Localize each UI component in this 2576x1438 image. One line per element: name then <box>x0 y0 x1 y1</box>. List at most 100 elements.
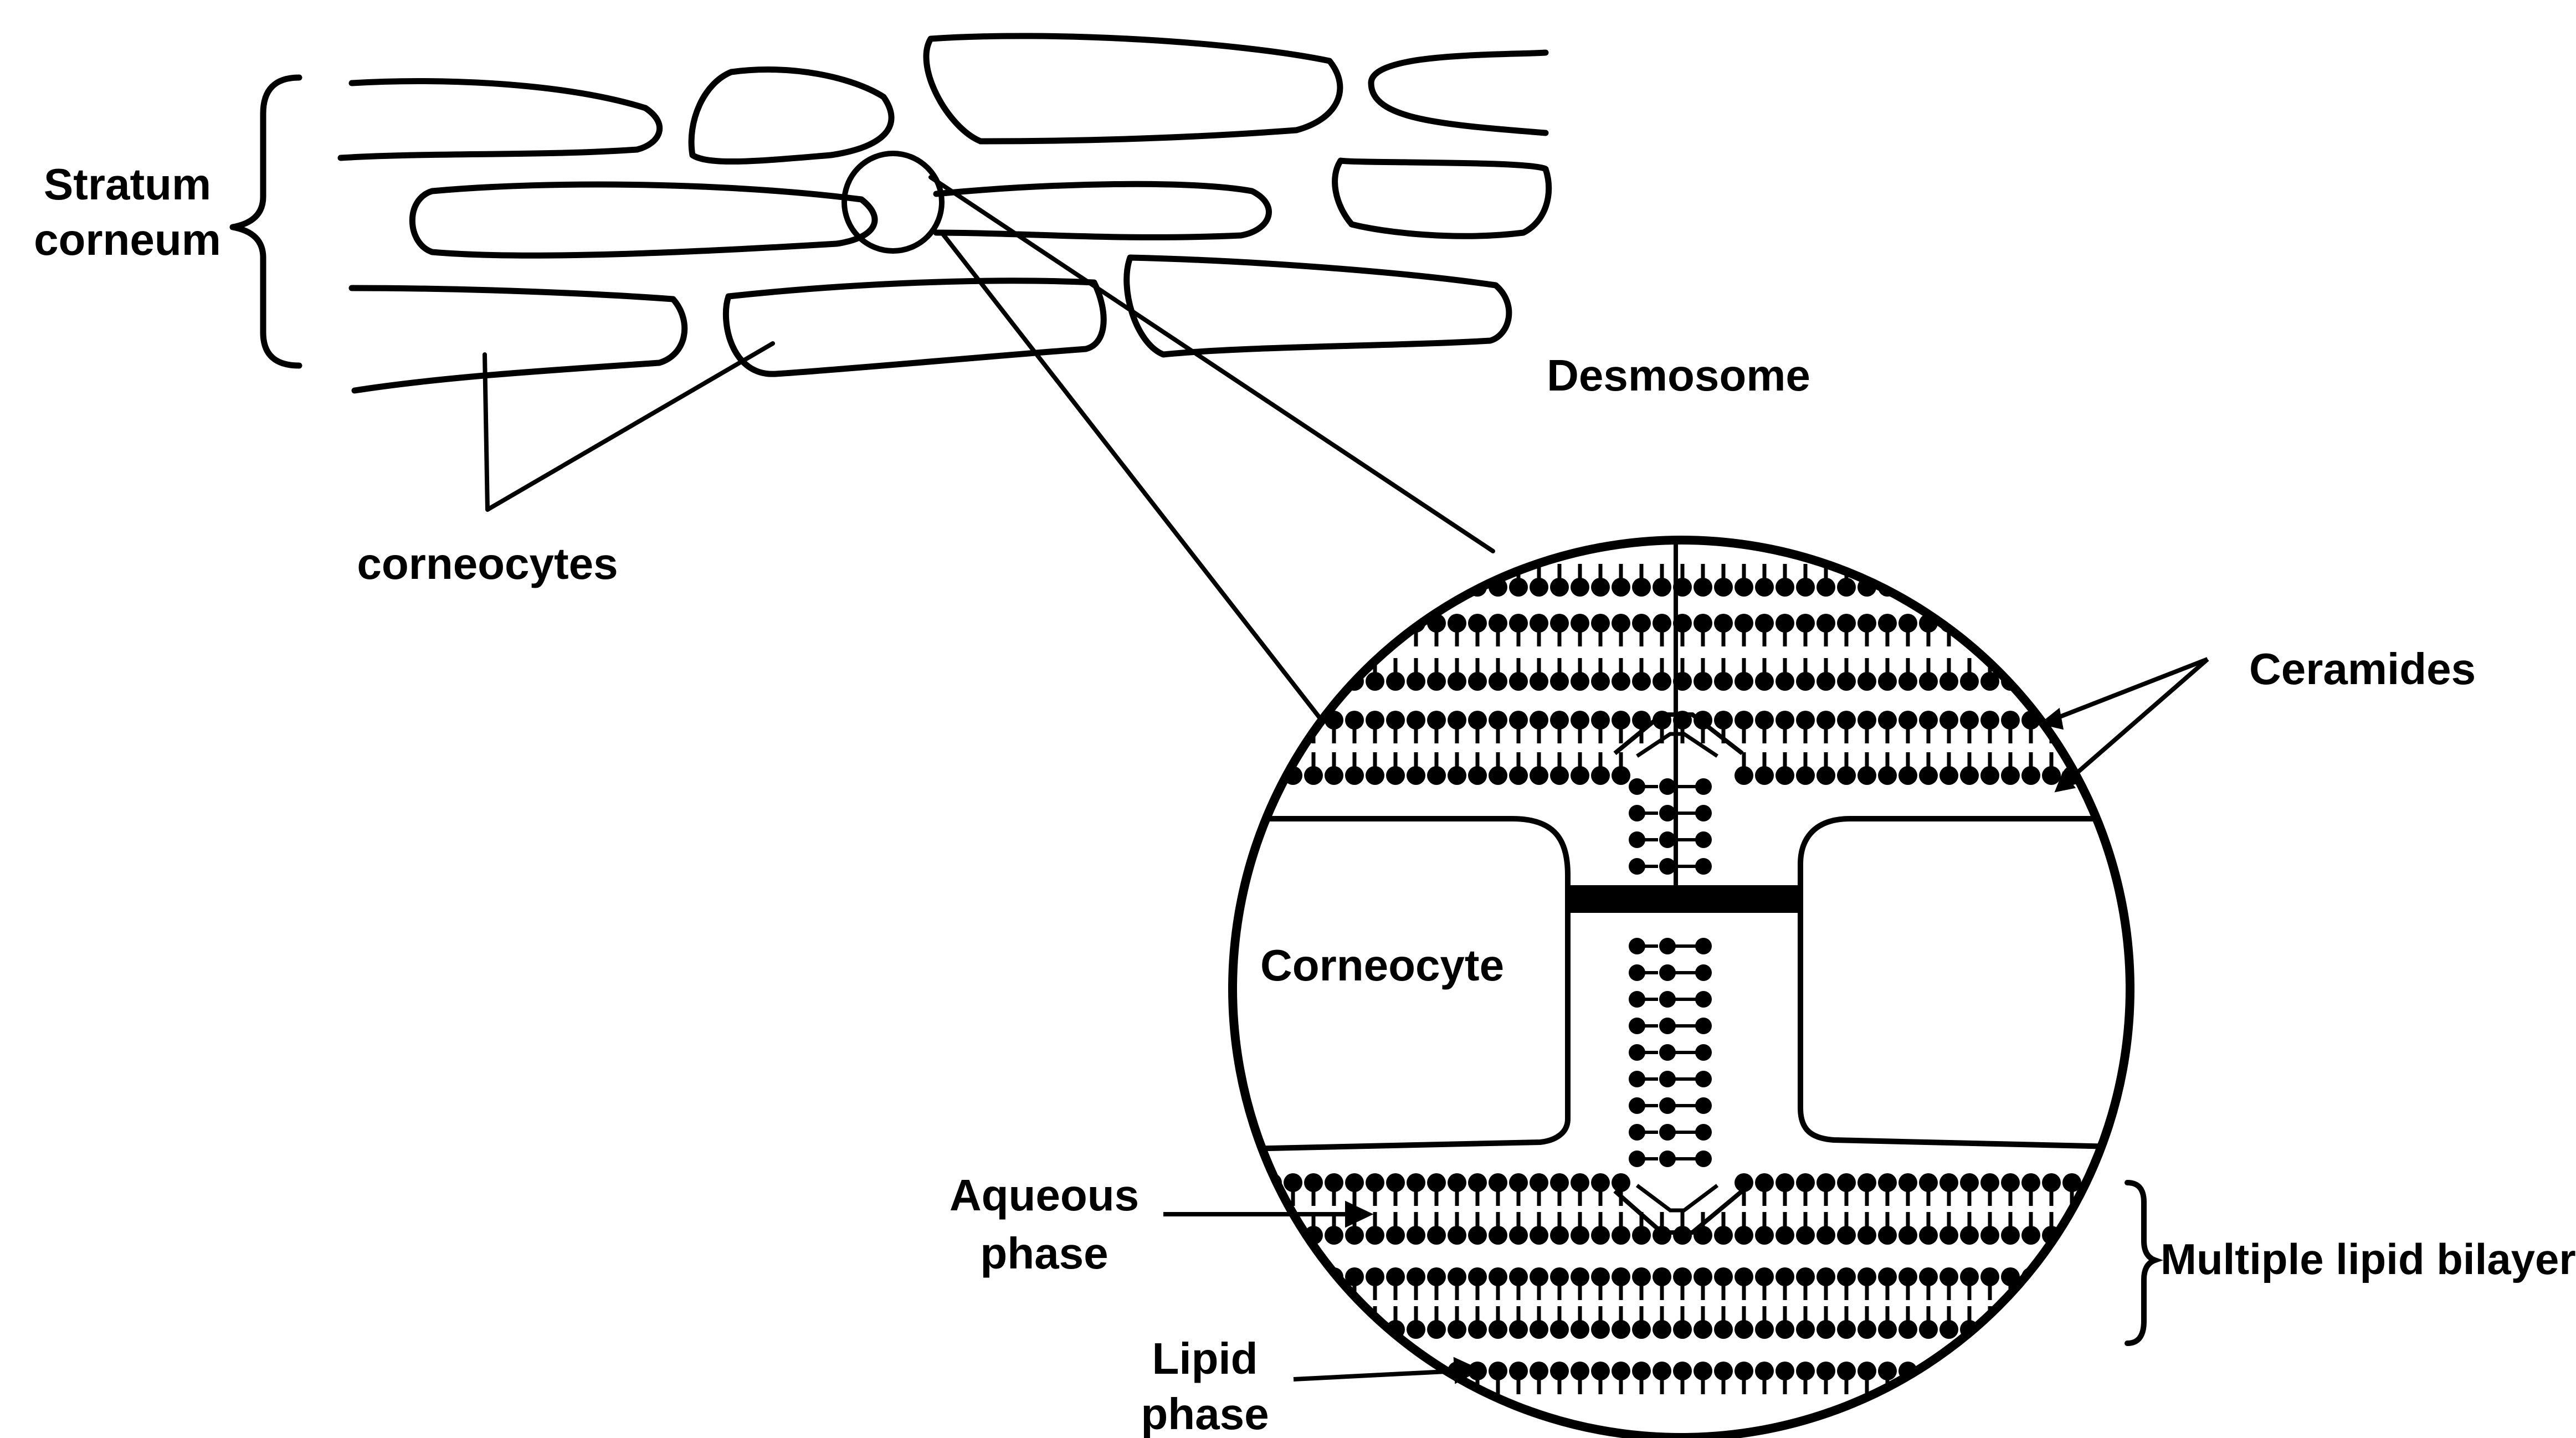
corneocyte-right <box>1800 819 2161 1148</box>
lipid-molecule <box>1345 614 1364 646</box>
lipid-molecule <box>2062 1306 2081 1339</box>
lipid-molecule <box>2021 564 2040 597</box>
lipid-molecule <box>1243 1267 1261 1300</box>
lipid-molecule <box>1243 1212 1261 1245</box>
lipid-molecule <box>1263 752 1282 785</box>
lipid-molecule <box>2042 1362 2061 1394</box>
lipid-molecule <box>2083 1362 2102 1394</box>
lipid-molecule <box>1325 564 1343 597</box>
lipid-molecule <box>1980 1362 1999 1394</box>
corneocyte-cell <box>352 288 685 391</box>
lipid-molecule <box>1304 1267 1323 1300</box>
stratum-label: Stratum <box>44 160 211 209</box>
lipid-molecule <box>1366 564 1384 597</box>
lipid-molecule <box>1263 1212 1282 1245</box>
corneocyte-cell <box>341 81 660 158</box>
lipid-molecule <box>2042 564 2061 597</box>
corneocytes-label: corneocytes <box>357 539 618 588</box>
lipid-molecule <box>2103 1362 2122 1394</box>
lipid-molecule <box>1243 752 1261 785</box>
lipid-molecule <box>1243 658 1261 691</box>
lipid-molecule <box>1386 564 1405 597</box>
lipid-molecule <box>2062 1267 2081 1300</box>
lipid-molecule <box>1284 614 1302 646</box>
corneocyte-cell <box>1371 53 1546 133</box>
desmosome-label: Desmosome <box>1547 351 1810 400</box>
lipid-molecule <box>1263 614 1282 646</box>
lipid-molecule <box>2021 614 2040 646</box>
corneocyte-cell <box>691 70 891 162</box>
lipid-molecule <box>1407 1362 1425 1394</box>
lipid-molecule <box>2083 564 2102 597</box>
lipid-molecule <box>2103 1267 2122 1300</box>
lipid-molecule <box>1345 564 1364 597</box>
corneocyte-cell <box>412 184 875 255</box>
lipid-molecule <box>2001 1306 2020 1339</box>
lipid-molecule <box>2103 564 2122 597</box>
lipid-molecule <box>1366 614 1384 646</box>
lipid-molecule <box>2103 1306 2122 1339</box>
lipid-molecule <box>2001 564 2020 597</box>
lipid-molecule <box>1980 614 1999 646</box>
lipid-molecule <box>2042 614 2061 646</box>
lipid-molecule <box>2103 752 2122 785</box>
magnification-circle <box>844 153 942 251</box>
lipid-molecule <box>1263 1306 1282 1339</box>
lipid-molecule <box>1345 1306 1364 1339</box>
lipid-molecule <box>2103 658 2122 691</box>
lipid-molecule <box>1263 1267 1282 1300</box>
lipid-molecule <box>2021 658 2040 691</box>
lipid-molecule <box>1980 564 1999 597</box>
corneocyte-cell <box>936 184 1269 237</box>
bilayer-brace <box>2127 1183 2155 1343</box>
lipid-molecule <box>2001 614 2020 646</box>
lipid-molecule <box>2062 1362 2081 1394</box>
lipid-molecule <box>1919 564 1938 597</box>
lipid-molecule <box>2103 1212 2122 1245</box>
lipid-molecule <box>1325 658 1343 691</box>
lipid-molecule <box>1960 1362 1979 1394</box>
corneocyte-cell <box>926 36 1340 141</box>
lipid-molecule <box>1243 1173 1261 1206</box>
corneocytes-leader <box>485 343 773 510</box>
corneocyte-cell <box>726 281 1104 374</box>
lipid-molecule <box>1898 564 1917 597</box>
lipid-molecule <box>2042 1306 2061 1339</box>
lipid-molecule <box>2021 1362 2040 1394</box>
lipid-molecule <box>1284 564 1302 597</box>
lipid-molecule <box>1263 564 1282 597</box>
lipid-molecule <box>2062 658 2081 691</box>
lipid-molecule <box>2083 614 2102 646</box>
lipid-molecule <box>1325 614 1343 646</box>
lipid-molecule <box>2083 1267 2102 1300</box>
lipid-molecule <box>1263 711 1282 743</box>
stratum-brace <box>233 78 299 366</box>
corneocyte-cell <box>1335 161 1549 236</box>
bilayer-label: Multiple lipid bilayer <box>2161 1235 2576 1283</box>
lipid-molecule <box>1939 564 1958 597</box>
lipid-molecule <box>1284 1306 1302 1339</box>
lipid-molecule <box>2042 1267 2061 1300</box>
lipid-molecule <box>1960 564 1979 597</box>
lipid-molecule <box>1284 1267 1302 1300</box>
lipid-molecule <box>2083 1306 2102 1339</box>
lipid-molecule <box>1243 564 1261 597</box>
lipid-molecule <box>2062 564 2081 597</box>
lipid-molecule <box>1325 1306 1343 1339</box>
corneocyte-cell <box>1127 258 1509 355</box>
lipid-molecule <box>2083 1212 2102 1245</box>
lipid-molecule <box>2042 658 2061 691</box>
stratum-label-line2: corneum <box>34 215 221 264</box>
ceramides-label: Ceramides <box>2249 644 2476 694</box>
lipid-molecule <box>2021 1306 2040 1339</box>
lipid-molecule <box>2001 1362 2020 1394</box>
lipid-molecule <box>1939 1362 1958 1394</box>
lipid-molecule <box>1366 1362 1384 1394</box>
lipid-molecule <box>1284 711 1302 743</box>
lipid-molecule <box>1304 658 1323 691</box>
lipid-phase-label-line2: phase <box>1141 1389 1269 1438</box>
corneocyte-label: Corneocyte <box>1260 941 1504 990</box>
lipid-molecule <box>2083 711 2102 743</box>
lipid-molecule <box>2103 1173 2122 1206</box>
lipid-molecule <box>1304 564 1323 597</box>
